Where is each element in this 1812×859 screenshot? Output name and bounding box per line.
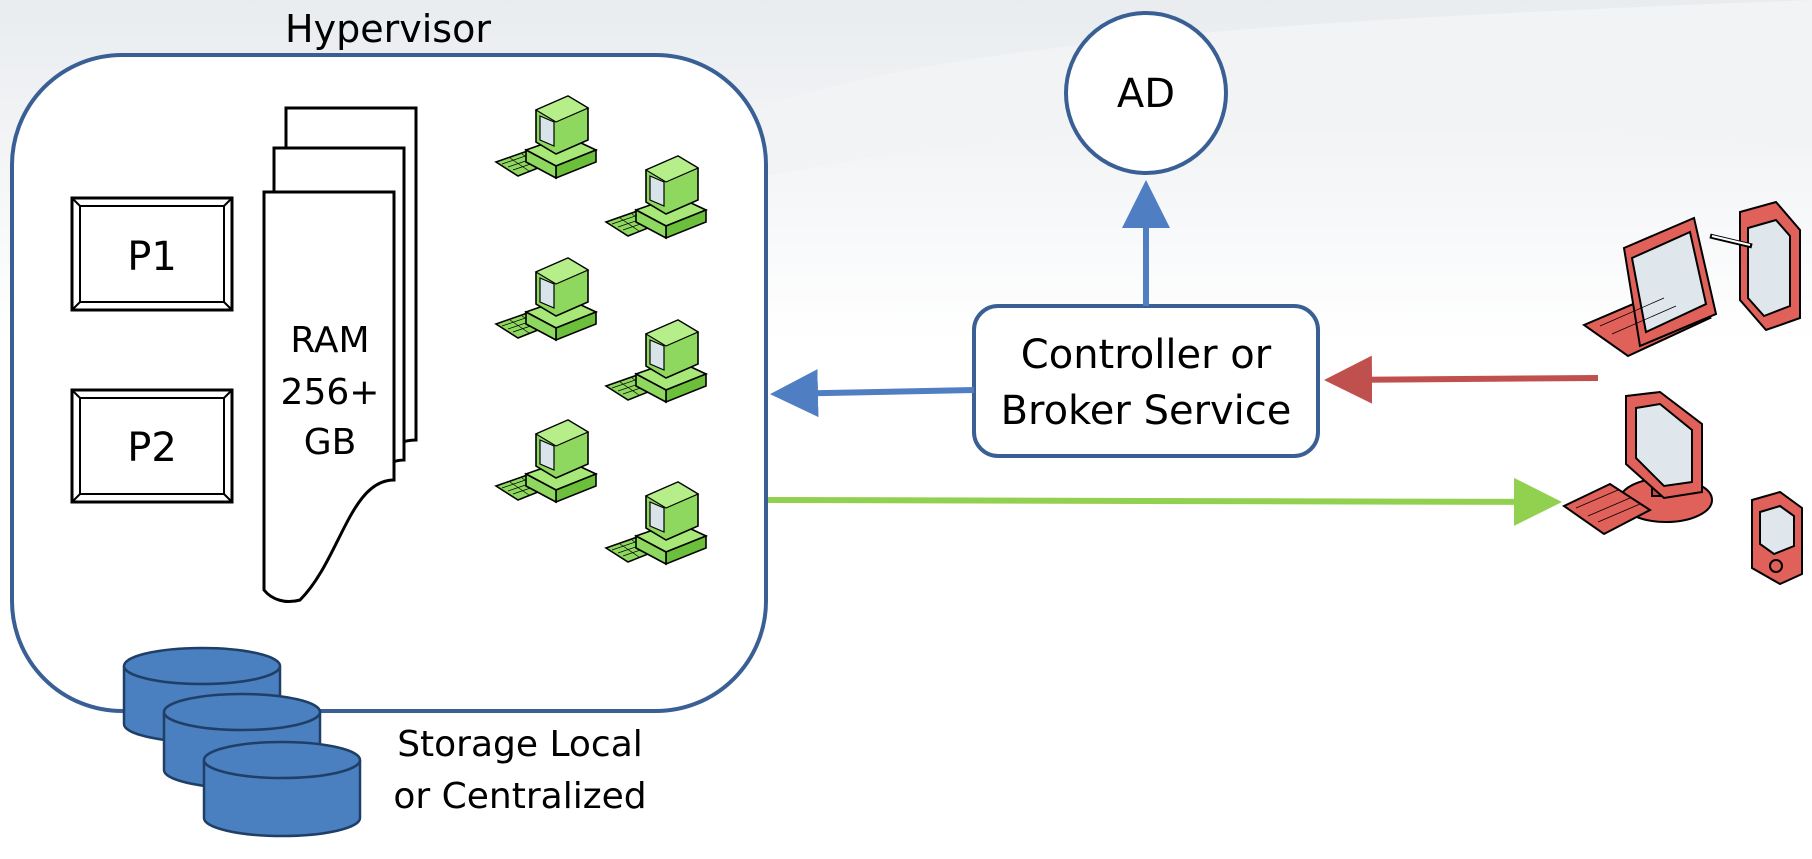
storage-label-line2: or Centralized [393,776,646,817]
clients-to-controller-arrow [1324,355,1599,404]
controller-label-line1: Controller or [1021,332,1272,378]
processor-p2: P2 [70,388,234,504]
ram-label-line2: 256+ [281,372,380,413]
processor-p1: P1 [70,196,234,312]
ram-stack [262,106,418,604]
ram-label-line3: GB [304,422,357,463]
pda-icon [1751,490,1803,586]
database-cylinder-icon [202,740,362,838]
ad-node [1064,11,1228,175]
tablet-icon [1709,200,1801,332]
storage-label-line1: Storage Local [397,724,643,765]
background-swoosh [700,0,1812,190]
controller-label-line2: Broker Service [1001,388,1292,434]
ad-label: AD [1117,71,1175,117]
desktop-computer-icon [1562,390,1713,536]
ram-label-line1: RAM [290,320,369,361]
controller-to-hypervisor-arrow [770,369,975,418]
processor-p2-label: P2 [127,425,177,471]
processor-p1-label: P1 [127,234,177,280]
hypervisor-to-clients-arrow [767,477,1562,526]
client-devices [1562,200,1803,586]
hypervisor-label: Hypervisor [285,7,491,51]
laptop-icon [1581,216,1718,358]
